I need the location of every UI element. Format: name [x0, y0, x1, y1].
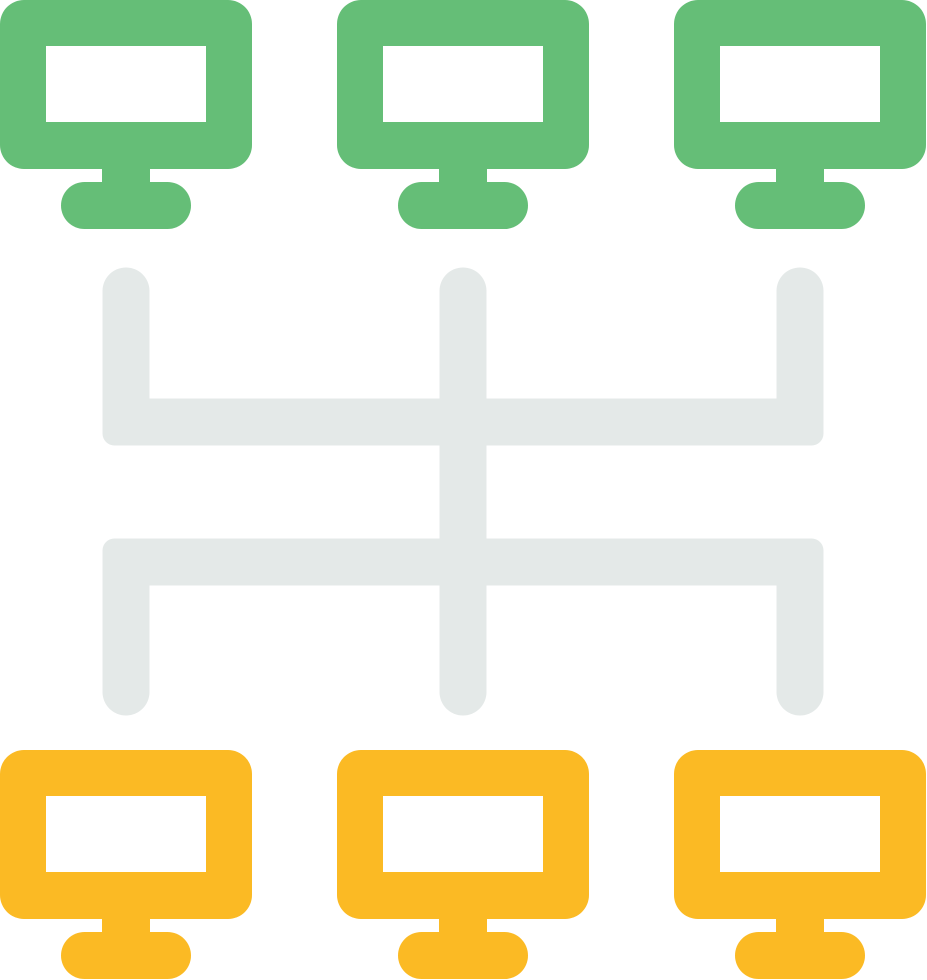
monitor-base	[61, 932, 191, 979]
monitor-base	[61, 182, 191, 229]
monitor-base	[735, 932, 865, 979]
computer-icon	[674, 750, 926, 979]
connector-joint	[102, 398, 150, 446]
connector-joint	[102, 538, 150, 586]
monitor-base	[735, 182, 865, 229]
connector-joint	[776, 398, 824, 446]
monitor-screen	[720, 796, 880, 872]
connector-joint	[776, 538, 824, 586]
computer-icon	[674, 0, 926, 229]
computer-icon	[337, 0, 589, 229]
bottom-computer-row	[0, 750, 926, 979]
computer-icon	[0, 0, 252, 229]
monitor-screen	[383, 796, 543, 872]
monitor-screen	[46, 46, 206, 122]
monitor-screen	[383, 46, 543, 122]
computer-icon	[337, 750, 589, 979]
network-connections	[102, 267, 824, 716]
monitor-base	[398, 182, 528, 229]
top-computer-row	[0, 0, 926, 229]
computer-icon	[0, 750, 252, 979]
monitor-screen	[720, 46, 880, 122]
monitor-base	[398, 932, 528, 979]
monitor-screen	[46, 796, 206, 872]
